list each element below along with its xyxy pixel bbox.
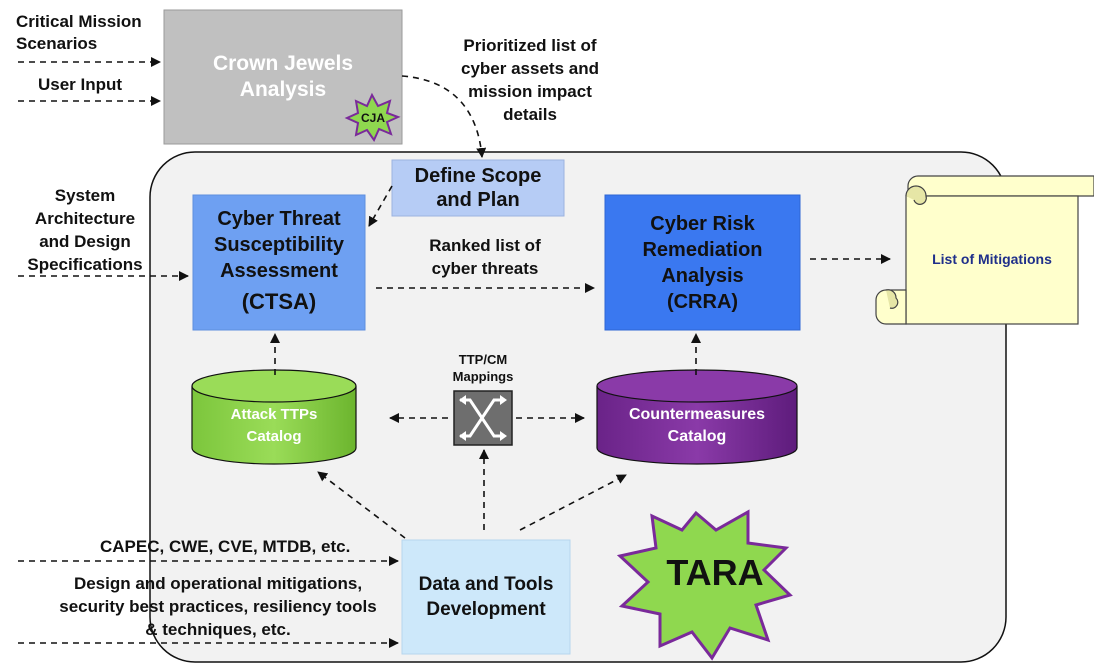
user-input-label: User Input: [38, 75, 123, 94]
mapping-switch-icon: [453, 390, 513, 446]
ranked-label: Ranked list of cyber threats: [429, 236, 541, 278]
crra-title: Cyber Risk Remediation Analysis (CRRA): [642, 212, 763, 313]
ttp-cm-label: TTP/CM Mappings: [452, 352, 514, 384]
cja-badge-label: CJA: [360, 111, 385, 125]
prioritized-label: Prioritized list of cyber assets and mis…: [461, 36, 599, 124]
cja-badge-star: [344, 92, 401, 143]
data-tools-title: Data and Tools Development: [418, 574, 554, 620]
ctsa-title: Cyber Threat Susceptibility Assessment: [213, 208, 345, 282]
mitigations-label: List of Mitigations: [932, 251, 1052, 267]
data-tools-box: [401, 539, 571, 655]
tara-star: [616, 509, 793, 661]
scope-title: Define Scope and Plan: [414, 165, 542, 211]
ctsa-box: [192, 194, 366, 331]
mitigations-scroll: [875, 175, 1094, 325]
crra-box: [604, 194, 801, 331]
critical-mission-label: Critical Mission Scenarios: [16, 12, 142, 53]
attack-catalog-cylinder: [191, 369, 357, 465]
system-arch-label: System Architecture and Design Specifica…: [27, 186, 143, 274]
cm-catalog-cylinder: [596, 369, 798, 465]
cm-catalog-label: Countermeasures Catalog: [628, 406, 766, 445]
tara-label: TARA: [666, 552, 764, 593]
ctsa-abbr: (CTSA): [241, 289, 317, 314]
scope-box: [391, 159, 565, 217]
design-ops-label: Design and operational mitigations, secu…: [59, 574, 377, 639]
attack-catalog-label: Attack TTPs Catalog: [230, 406, 318, 445]
arrows: [18, 57, 891, 648]
cja-title: Crown Jewels Analysis: [212, 52, 354, 101]
capec-label: CAPEC, CWE, CVE, MTDB, etc.: [100, 537, 351, 556]
